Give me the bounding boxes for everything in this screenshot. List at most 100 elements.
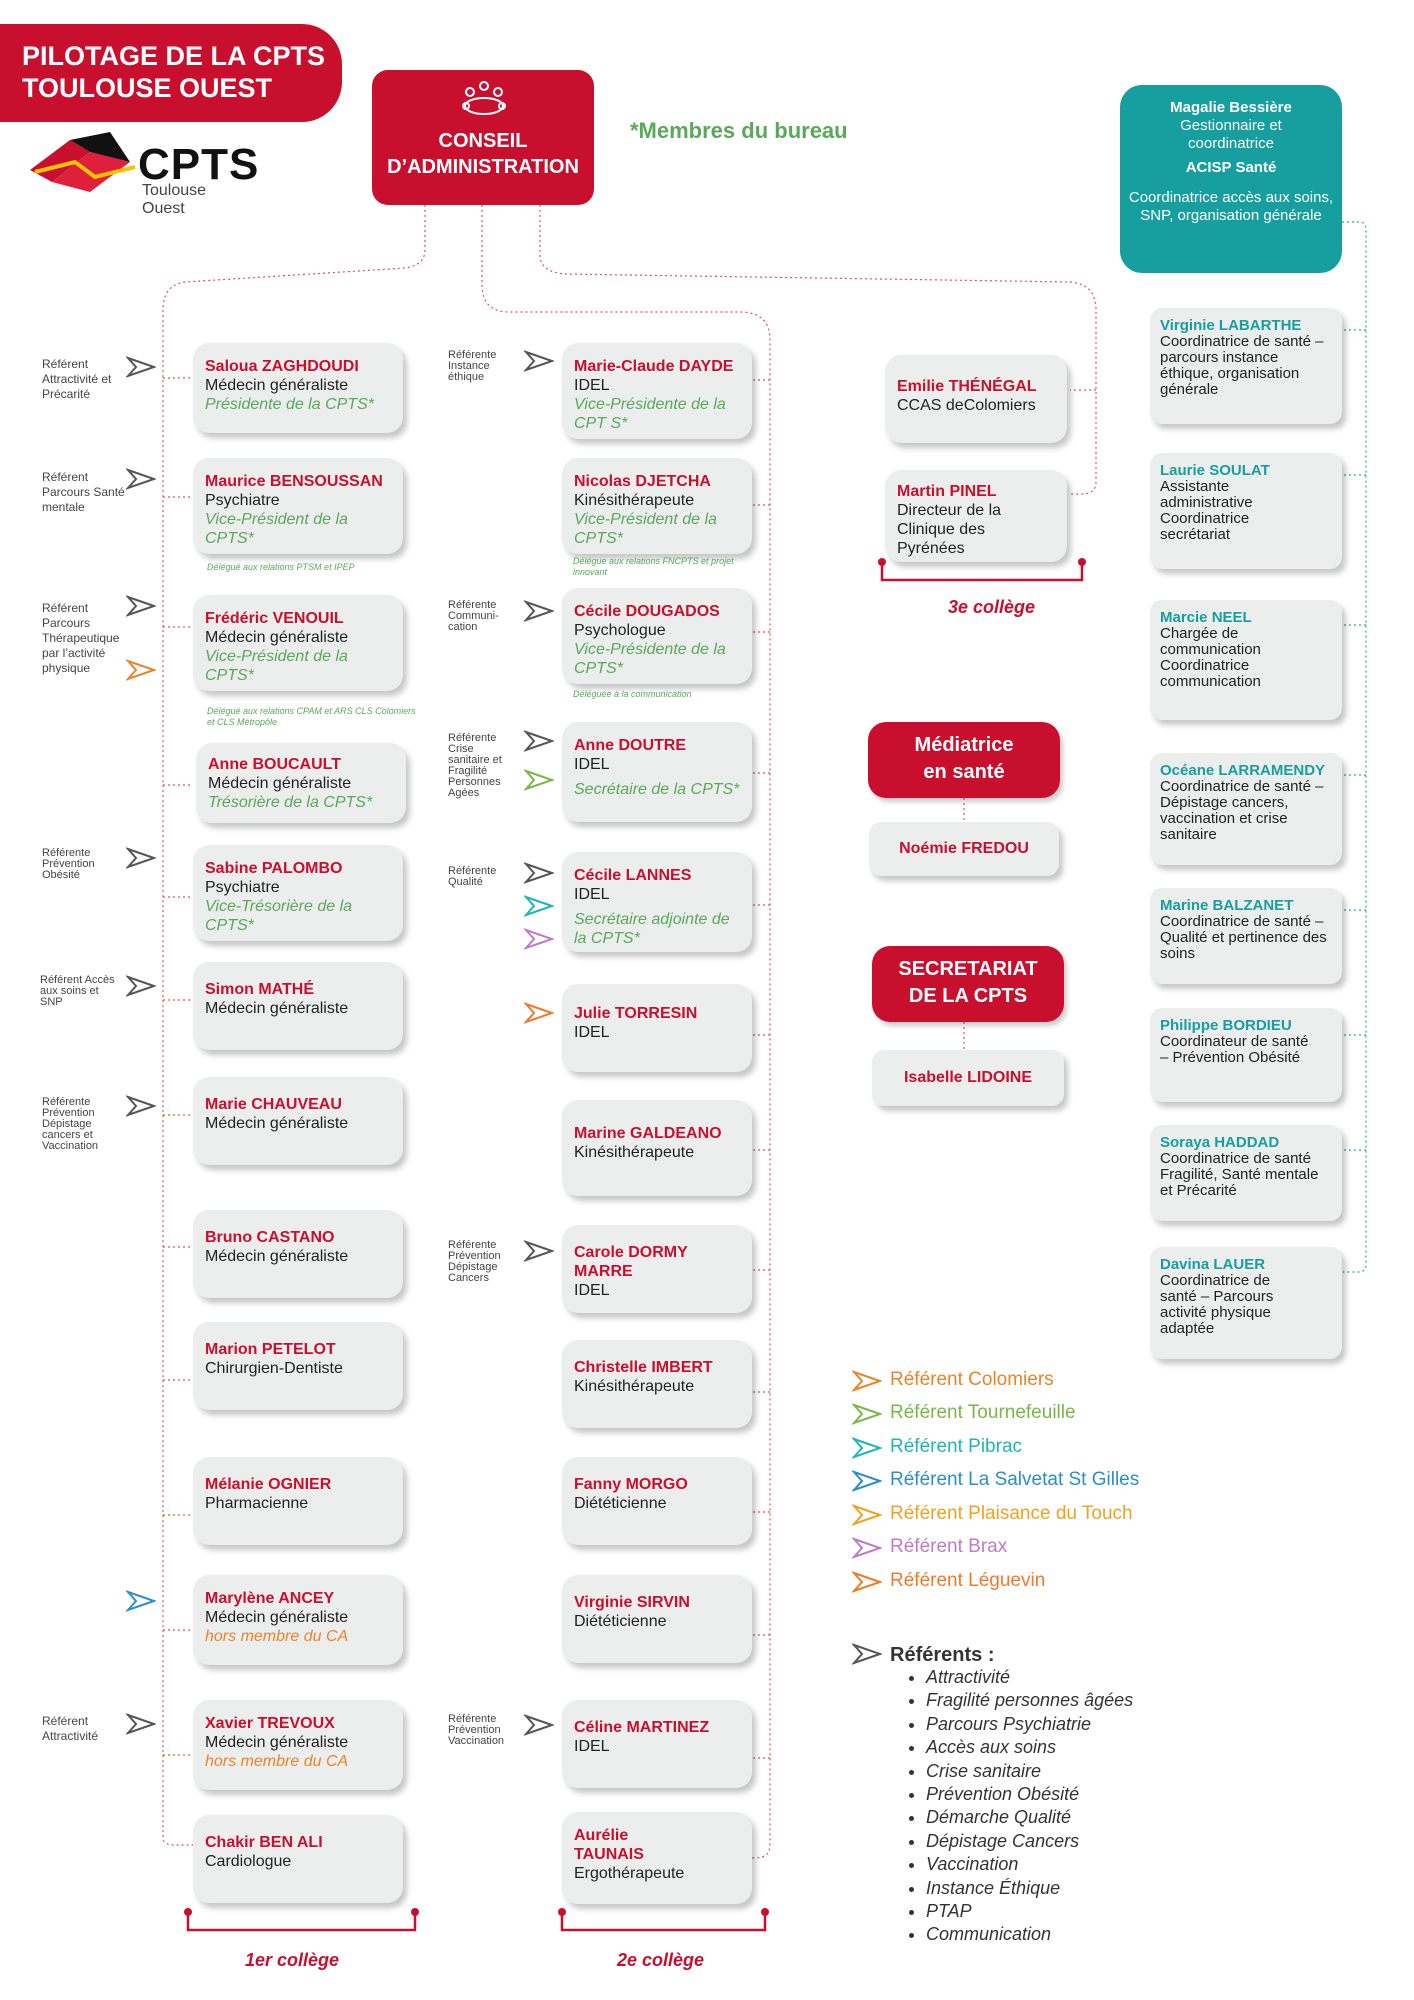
chevron-right-plaisance-icon bbox=[852, 1504, 882, 1526]
coordinator-first-name: Marcie bbox=[1160, 609, 1208, 626]
member-role: Kinésithérapeute bbox=[574, 1144, 695, 1161]
member-card: Carole DORMY MARRE IDEL bbox=[562, 1225, 752, 1313]
member-role: Médecin généraliste bbox=[205, 1000, 349, 1017]
member-role: Kinésithérapeute bbox=[574, 1378, 695, 1395]
legend-item-tournefeuille: Référent Tournefeuille bbox=[890, 1402, 1076, 1423]
member-name: Bruno CASTANO bbox=[205, 1229, 335, 1246]
coordinator-first-name: Soraya bbox=[1160, 1134, 1211, 1151]
member-name: Christelle IMBERT bbox=[574, 1359, 713, 1376]
chevron-right-tournefeuille-icon bbox=[524, 769, 554, 791]
coordinator-card: Marcie NEEL Chargée de communication Coo… bbox=[1150, 600, 1342, 720]
member-title: Présidente de la CPTS* bbox=[205, 396, 374, 413]
member-card: Frédéric VENOUIL Médecin généraliste Vic… bbox=[193, 595, 403, 691]
referents-title: Référents : bbox=[890, 1644, 995, 1666]
chevron-right-colomiers-icon bbox=[852, 1370, 882, 1392]
member-name: Virginie SIRVIN bbox=[574, 1594, 690, 1611]
member-card: Marylène ANCEY Médecin généraliste hors … bbox=[193, 1575, 403, 1665]
mediatrice-box: Médiatrice en santé bbox=[868, 722, 1060, 798]
coordinator-card: Soraya HADDAD Coordinatrice de santé Fra… bbox=[1150, 1125, 1342, 1221]
acisp-role: Gestionnaire et coordinatrice bbox=[1180, 117, 1282, 152]
chevron-right-outline-icon bbox=[524, 350, 554, 372]
chevron-right-tournefeuille-icon bbox=[852, 1403, 882, 1425]
acisp-desc: Coordinatrice accès aux soins, SNP, orga… bbox=[1128, 189, 1334, 224]
college-label-3: 3e collège bbox=[948, 597, 1036, 617]
chevron-right-outline-icon bbox=[126, 356, 156, 378]
member-role: Psychiatre bbox=[205, 879, 280, 896]
list-item: PTAP bbox=[926, 1900, 1133, 1923]
member-name: Céline MARTINEZ bbox=[574, 1719, 710, 1736]
member-role: Médecin généraliste bbox=[205, 1734, 349, 1751]
referent-label: Référent Parcours Thérapeutique par l’ac… bbox=[42, 601, 120, 675]
list-item: Crise sanitaire bbox=[926, 1760, 1133, 1783]
chevron-right-pibrac-icon bbox=[524, 895, 554, 917]
coordinator-desc: Coordinatrice de santé Fragilité, Santé … bbox=[1160, 1150, 1319, 1199]
referents-list: Attractivité Fragilité personnes âgées P… bbox=[900, 1666, 1133, 1947]
acisp-coordinator-box: Magalie Bessière Gestionnaire et coordin… bbox=[1120, 85, 1342, 273]
member-role: Directeur de la Clinique des Pyrénées bbox=[897, 502, 1002, 557]
cpts-logo: CPTS Toulouse Ouest bbox=[30, 132, 258, 217]
member-role: Kinésithérapeute bbox=[574, 492, 695, 509]
member-role: Chirurgien-Dentiste bbox=[205, 1360, 343, 1377]
chevron-right-outline-icon bbox=[126, 1713, 156, 1735]
coordinator-first-name: Laurie bbox=[1160, 462, 1206, 479]
member-role: Cardiologue bbox=[205, 1853, 292, 1870]
member-role: Médecin généraliste bbox=[205, 377, 349, 394]
logo-text: CPTS bbox=[138, 140, 260, 189]
coordinator-last-name: BORDIEU bbox=[1222, 1017, 1292, 1034]
chevron-right-outline-icon bbox=[524, 730, 554, 752]
member-name: Martin PINEL bbox=[897, 483, 997, 500]
member-card: Mélanie OGNIER Pharmacienne bbox=[193, 1457, 403, 1545]
coordinator-last-name: SOULAT bbox=[1209, 462, 1270, 479]
referent-label: Référent Parcours Santé mentale bbox=[42, 470, 125, 514]
member-name: Nicolas DJETCHA bbox=[574, 473, 711, 490]
referent-label: Référent Accès aux soins et SNP bbox=[40, 974, 115, 1008]
coordinator-card: Virginie LABARTHE Coordinatrice de santé… bbox=[1150, 308, 1342, 424]
coordinator-desc: Coordinatrice de santé – parcours instan… bbox=[1160, 333, 1324, 398]
referent-label: Référent Attractivité bbox=[42, 1714, 99, 1743]
member-card: Fanny MORGO Diététicienne bbox=[562, 1457, 752, 1545]
coordinator-desc: Chargée de communication Coordinatrice c… bbox=[1160, 625, 1261, 690]
member-card: Céline MARTINEZ IDEL bbox=[562, 1700, 752, 1788]
member-name: Fanny MORGO bbox=[574, 1476, 688, 1493]
chevron-right-brax-icon bbox=[524, 928, 554, 950]
member-role: Diététicienne bbox=[574, 1613, 667, 1630]
member-card: Emilie THÉNÉGAL CCAS deColomiers bbox=[885, 355, 1067, 443]
member-title: Vice-Trésorière de la CPTS* bbox=[205, 898, 353, 934]
chevron-right-brax-icon bbox=[852, 1537, 882, 1559]
coordinator-card: Laurie SOULAT Assistante administrative … bbox=[1150, 453, 1342, 569]
legend-item-colomiers: Référent Colomiers bbox=[890, 1369, 1054, 1390]
member-card: Bruno CASTANO Médecin généraliste bbox=[193, 1210, 403, 1298]
member-card: Xavier TREVOUX Médecin généraliste hors … bbox=[193, 1700, 403, 1790]
member-role: Psychiatre bbox=[205, 492, 280, 509]
legend-item-salvetat: Référent La Salvetat St Gilles bbox=[890, 1469, 1140, 1490]
member-card: Virginie SIRVIN Diététicienne bbox=[562, 1575, 752, 1663]
logo-mark-icon bbox=[30, 132, 136, 192]
member-role: Médecin généraliste bbox=[205, 1248, 349, 1265]
coordinator-last-name: HADDAD bbox=[1214, 1134, 1280, 1151]
secretariat-title-line1: SECRETARIAT bbox=[898, 958, 1038, 980]
chevron-right-outline-icon bbox=[524, 862, 554, 884]
coordinator-desc: Assistante administrative Coordinatrice … bbox=[1160, 478, 1253, 543]
list-item: Fragilité personnes âgées bbox=[926, 1689, 1133, 1712]
coordinator-card: Philippe BORDIEU Coordinateur de santé –… bbox=[1150, 1008, 1342, 1102]
member-title: Vice-Président de la CPTS* bbox=[205, 648, 348, 684]
member-name: Aurélie TAUNAIS bbox=[574, 1827, 644, 1863]
member-title: Vice-Président de la CPTS* bbox=[205, 511, 348, 547]
legend-item-pibrac: Référent Pibrac bbox=[890, 1436, 1023, 1457]
referent-label: Référente Prévention Obésité bbox=[42, 847, 95, 881]
member-title: Trésorière de la CPTS* bbox=[208, 794, 373, 811]
coordinator-card: Marine BALZANET Coordinatrice de santé –… bbox=[1150, 888, 1342, 984]
delegate-note: Délégué aux relations PTSM et IPEP bbox=[207, 562, 355, 572]
coordinator-desc: Coordinatrice de santé – Parcours activi… bbox=[1160, 1272, 1274, 1337]
member-title: Vice-Présidente de la CPT S* bbox=[574, 396, 726, 432]
member-role: IDEL bbox=[574, 756, 610, 773]
member-card: Anne DOUTRE IDEL Secrétaire de la CPTS* bbox=[562, 722, 752, 822]
chevron-right-outline-icon bbox=[524, 600, 554, 622]
member-name: Marine GALDEANO bbox=[574, 1125, 722, 1142]
member-title: Secrétaire adjointe de la CPTS* bbox=[574, 911, 730, 947]
college-label-2: 2e collège bbox=[617, 1950, 705, 1970]
mediatrice-name: Noémie FREDOU bbox=[869, 822, 1059, 876]
member-card: Marion PETELOT Chirurgien-Dentiste bbox=[193, 1322, 403, 1410]
member-role: Médecin généraliste bbox=[208, 775, 352, 792]
coordinator-desc: Coordinateur de santé – Prévention Obési… bbox=[1160, 1033, 1309, 1066]
